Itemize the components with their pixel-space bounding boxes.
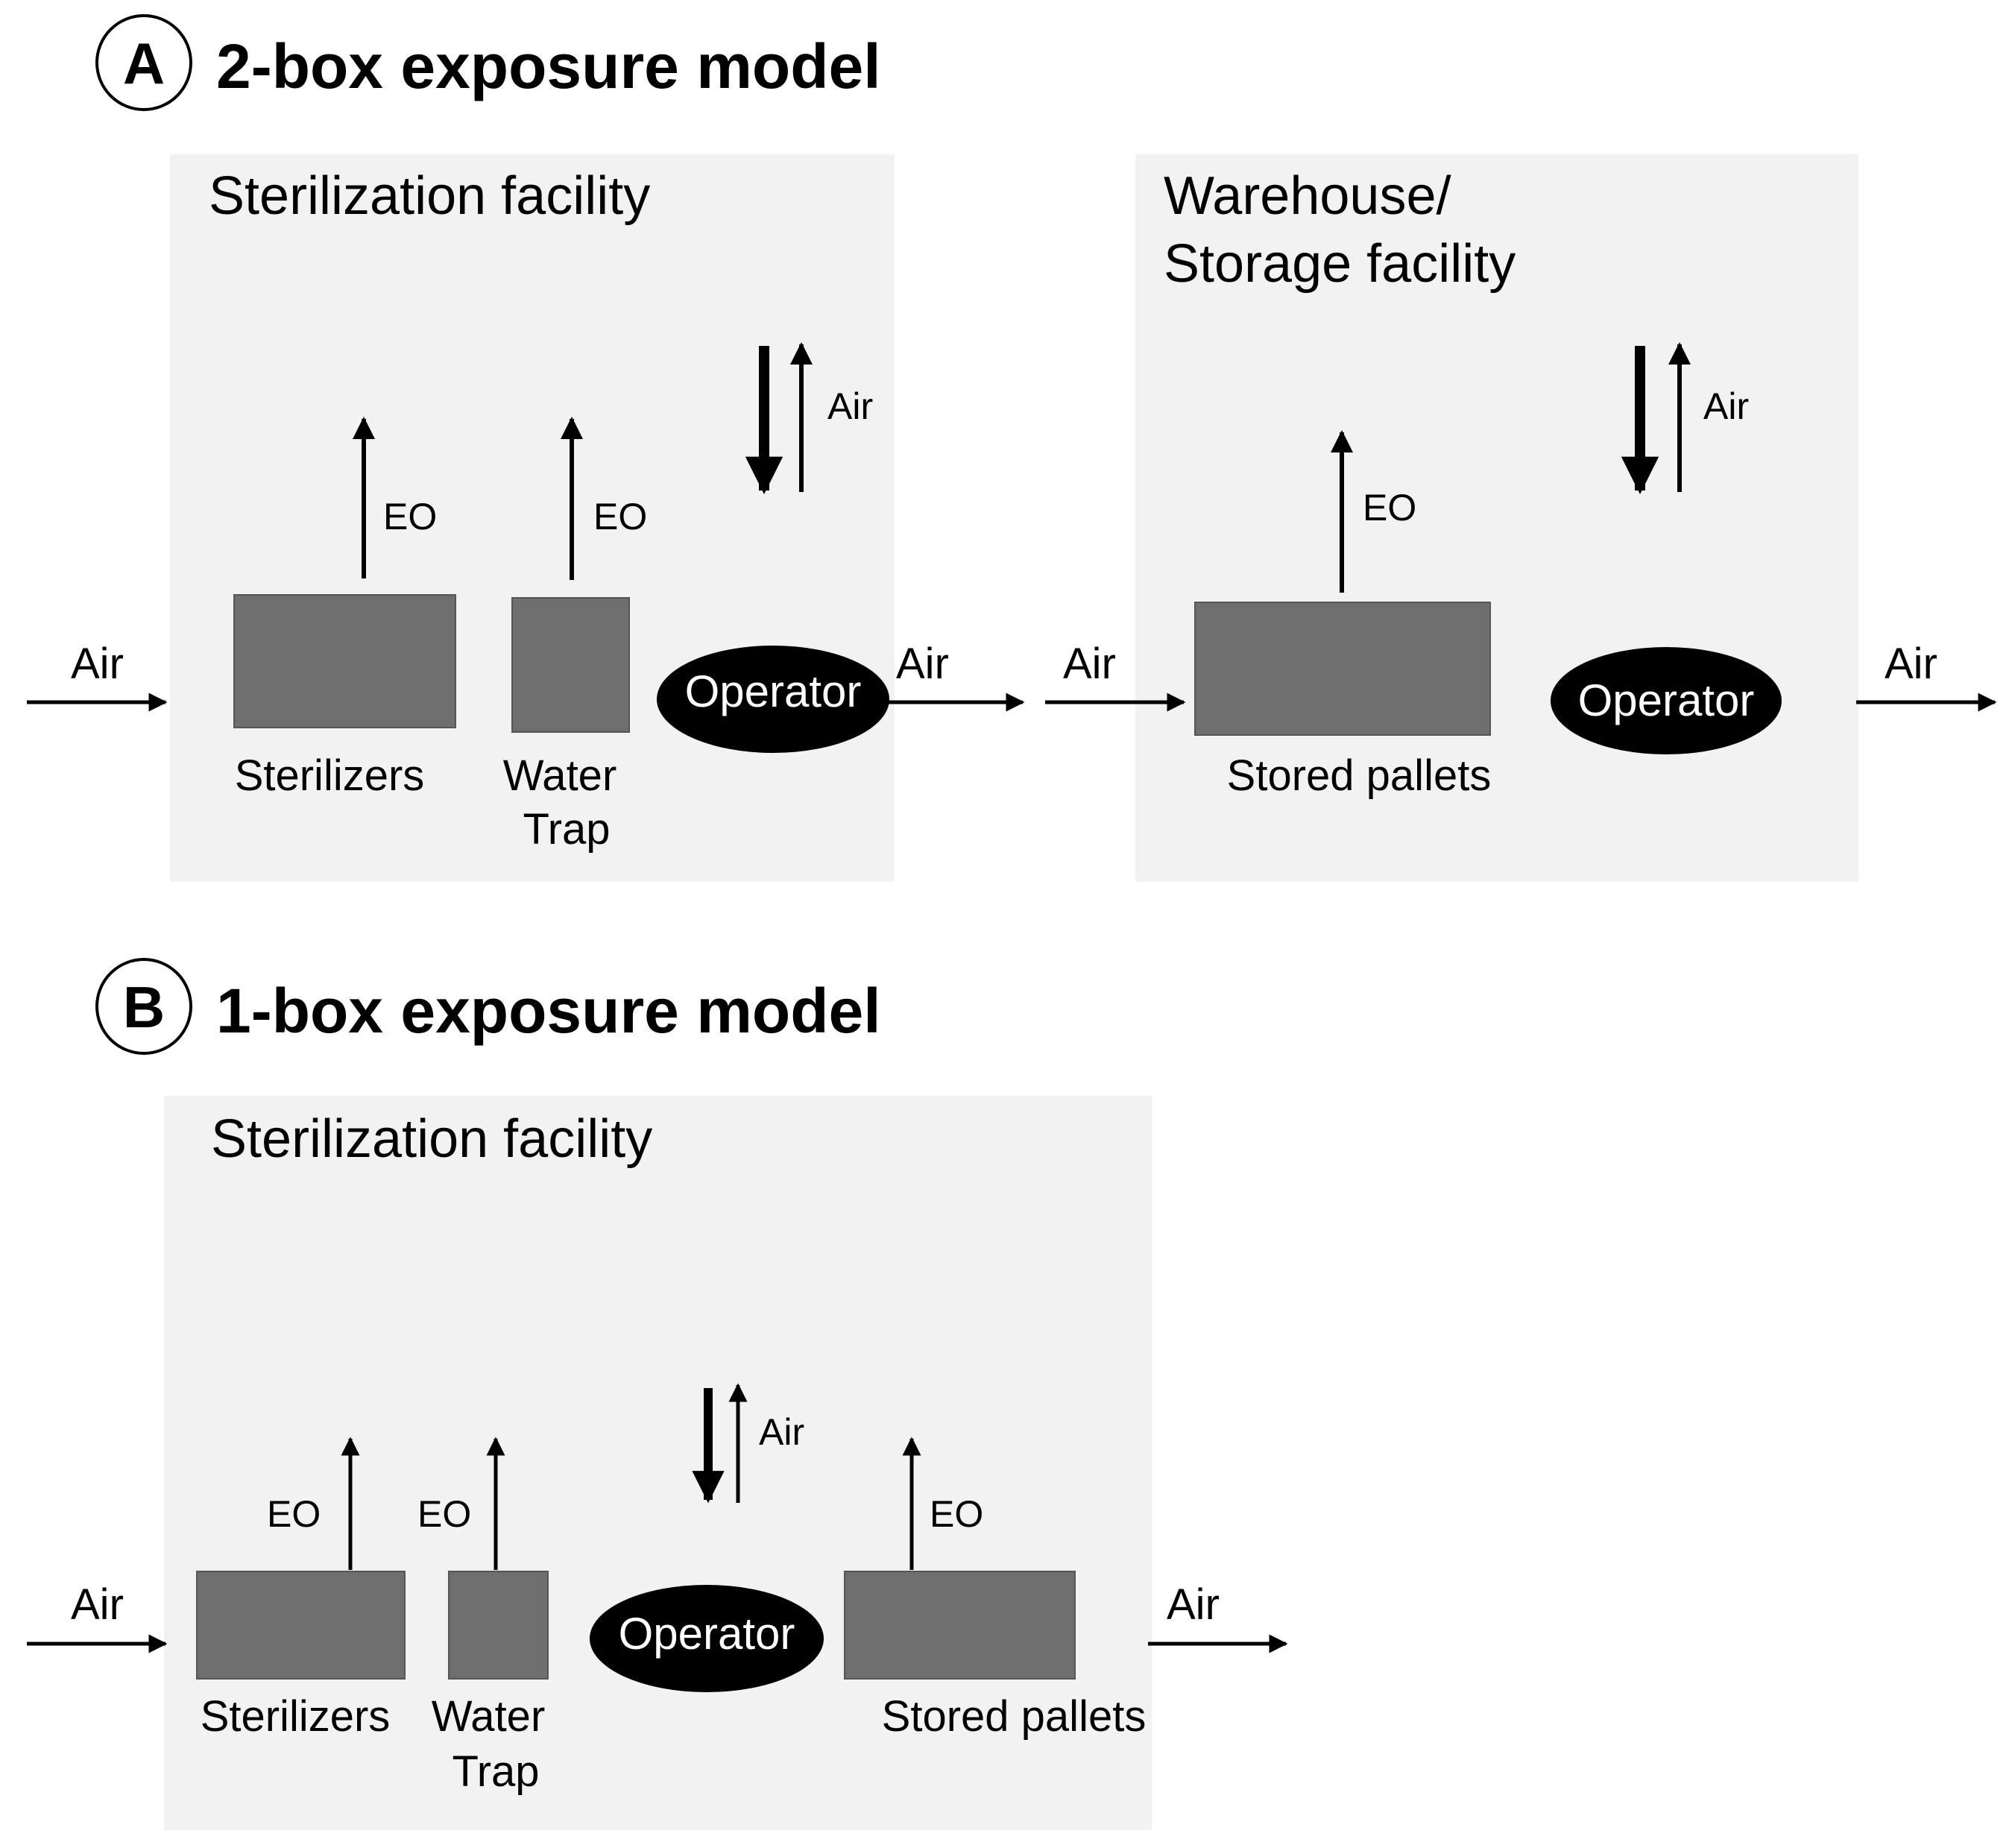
sterilization-facility-box: Sterilization facility Sterilizers Water… xyxy=(170,154,895,882)
sterilization-facility-title-b: Sterilization facility xyxy=(211,1109,652,1169)
water-trap-label-line1: Water xyxy=(503,751,617,800)
air-transfer-in-label: Air xyxy=(1063,640,1116,688)
panel-b-title: 1-box exposure model xyxy=(216,976,881,1046)
water-trap-label-line2: Trap xyxy=(523,805,610,854)
panel-a-letter-circle xyxy=(95,14,192,111)
water-trap-block-b xyxy=(448,1571,549,1680)
panel-b: B 1-box exposure model Sterilization fac… xyxy=(27,958,1288,1830)
air-inflow-label-b: Air xyxy=(71,1580,124,1629)
eo-label-sterilizers: EO xyxy=(383,496,437,537)
operator-ellipse-b xyxy=(590,1585,824,1692)
sterilizers-label: Sterilizers xyxy=(235,751,425,800)
panel-b-letter: B xyxy=(123,974,165,1040)
eo-label-water-trap-b: EO xyxy=(417,1493,471,1535)
panel-a: A 2-box exposure model Sterilization fac… xyxy=(27,14,1997,882)
warehouse-title-line1: Warehouse/ xyxy=(1164,166,1451,226)
stored-pallets-block xyxy=(1194,602,1491,736)
water-trap-block xyxy=(511,597,630,733)
operator-ellipse xyxy=(657,646,889,753)
air-transfer-out-label: Air xyxy=(896,640,949,688)
stored-pallets-block-b xyxy=(844,1571,1076,1680)
air-outflow-label: Air xyxy=(1885,640,1937,688)
water-trap-label-b-line1: Water xyxy=(432,1692,546,1741)
air-outflow-label-b: Air xyxy=(1167,1580,1220,1629)
sterilization-facility-box-b: Sterilization facility Sterilizers Water… xyxy=(164,1096,1152,1830)
warehouse-operator-label: Operator xyxy=(1578,675,1755,725)
sterilization-facility-area xyxy=(170,154,895,882)
stored-pallets-label-b: Stored pallets xyxy=(882,1692,1147,1741)
sterilizers-block xyxy=(233,594,456,728)
eo-label-pallets: EO xyxy=(1363,487,1416,529)
sterilization-facility-title: Sterilization facility xyxy=(209,166,650,226)
operator-label: Operator xyxy=(685,666,862,716)
warehouse-air-label: Air xyxy=(1703,385,1749,427)
warehouse-facility-box: Warehouse/ Storage facility Stored palle… xyxy=(1135,154,1858,882)
panel-a-letter: A xyxy=(123,31,165,96)
stored-pallets-label: Stored pallets xyxy=(1227,751,1492,800)
eo-label-sterilizers-b: EO xyxy=(267,1493,321,1535)
eo-label-pallets-b: EO xyxy=(930,1493,983,1535)
panel-b-letter-circle xyxy=(95,958,192,1055)
air-exchange-label-b: Air xyxy=(759,1411,804,1453)
air-inflow-label: Air xyxy=(71,640,124,688)
air-exchange-label: Air xyxy=(827,385,873,427)
operator-label-b: Operator xyxy=(619,1609,795,1659)
panel-a-title: 2-box exposure model xyxy=(216,31,881,101)
warehouse-title-line2: Storage facility xyxy=(1164,234,1516,294)
sterilizers-block-b xyxy=(196,1571,406,1680)
sterilizers-label-b: Sterilizers xyxy=(201,1692,391,1741)
warehouse-operator-ellipse xyxy=(1551,647,1782,754)
water-trap-label-b-line2: Trap xyxy=(452,1747,539,1796)
sterilization-facility-area-b xyxy=(164,1096,1152,1830)
eo-label-water-trap: EO xyxy=(593,496,647,537)
warehouse-facility-area xyxy=(1135,154,1858,882)
